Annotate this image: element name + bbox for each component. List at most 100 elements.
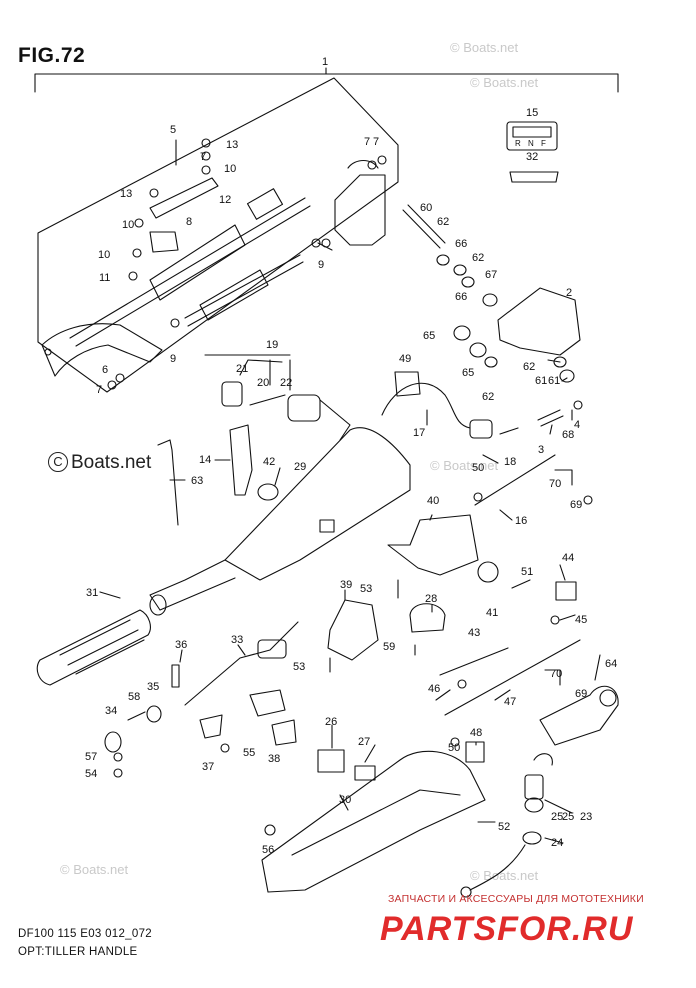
pin-36 [171,664,180,688]
bracket-39 [327,599,379,661]
callout: 4 [574,419,580,431]
callout: 69 [570,499,582,511]
callout: 9 [318,259,324,271]
callout: 7 [200,151,206,163]
callout: 23 [580,811,592,823]
grommet [394,371,421,397]
callout: 16 [515,515,527,527]
washer-46 [457,679,467,689]
callout: 43 [468,627,480,639]
clamp-38 [249,689,286,717]
callout: 10 [98,249,110,261]
switch-body [524,774,544,800]
cable-adjuster [257,639,287,659]
callout: 8 [186,216,192,228]
callout: 53 [293,661,305,673]
nut-25 [524,797,544,813]
bolt-51 [511,579,531,589]
shaft-body [149,224,246,301]
callout: 52 [498,821,510,833]
callout: 41 [486,607,498,619]
callout: 50 [472,462,484,474]
lanyard-cord [469,844,526,891]
washer [461,276,475,288]
callout: 35 [147,681,159,693]
screw-18 [499,427,519,435]
callout: 65 [423,330,435,342]
assembly-bracket [34,73,619,93]
callout: 44 [562,552,574,564]
bushing [469,342,487,358]
callout: 18 [504,456,516,468]
shift-label-arrows [512,126,552,138]
clip-27 [354,765,376,781]
callout: 13 [226,139,238,151]
handle-arm [41,323,163,377]
tiller-neck [149,559,236,611]
figure-title: FIG.72 [18,44,86,67]
callout: 10 [224,163,236,175]
callout: 53 [360,583,372,595]
callout: 69 [575,688,587,700]
callout: 7 [96,384,102,396]
switch-cap [221,381,243,407]
clip-24 [522,831,542,845]
callout: 62 [437,216,449,228]
callout: 22 [280,377,292,389]
callout: 38 [268,753,280,765]
callout: 48 [470,727,482,739]
arm-64 [539,685,619,746]
callout: 29 [294,461,306,473]
subassembly-box [37,77,399,393]
hex-wrench [157,439,179,526]
callout: 46 [428,683,440,695]
callout: 27 [358,736,370,748]
washer [367,160,377,170]
washer [134,218,144,228]
shift-label-text: R N F [515,139,546,148]
callout: 1 [322,56,328,68]
callout: 65 [462,367,474,379]
screw-55 [220,743,230,753]
friction-ring [257,483,279,501]
callout: 67 [485,269,497,281]
washer [170,318,180,328]
callout: 62 [523,361,535,373]
callout: 6 [102,364,108,376]
bolt-head [128,271,138,281]
callout: 70 [549,478,561,490]
callout: 12 [219,194,231,206]
shop-brand-logo: PARTSFOR.RU [380,910,634,948]
clamp-37 [199,714,223,739]
cable-47 [444,639,581,716]
callout: 33 [231,634,243,646]
callout-numbers: 1 2 3 4 5 6 7 8 9 10 11 12 13 14 15 16 1… [85,56,617,856]
callout: 11 [99,272,110,284]
callout: 34 [105,705,117,717]
washer [115,373,125,383]
callout: 60 [420,202,432,214]
washer [377,155,387,165]
bolt-69 [583,495,593,505]
washer [482,293,498,307]
relay-26 [317,749,345,773]
callout: 70 [550,668,562,680]
callout: 9 [170,353,176,365]
nut [149,188,159,198]
switch-lead-loop [533,753,553,766]
callout: 10 [122,219,134,231]
bushing [559,369,575,383]
callout: 24 [551,837,563,849]
callout: 61 [548,375,560,387]
callout: 51 [521,566,533,578]
callout: 39 [340,579,352,591]
callout: 37 [202,761,214,773]
washer [311,238,321,248]
callout: 56 [262,844,274,856]
callout: 2 [566,287,572,299]
shift-label-plate [506,121,558,151]
spring-58 [127,711,146,721]
washer [436,254,450,266]
cable-33 [184,621,299,706]
